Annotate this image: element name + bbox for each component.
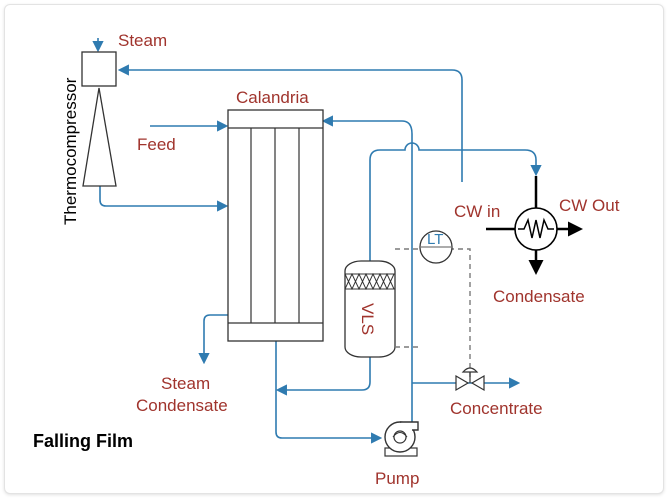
centrifugal-pump-icon xyxy=(384,421,419,457)
steam-condensate-label-line2: Condensate xyxy=(136,396,228,415)
pump-label: Pump xyxy=(375,469,419,488)
steam-label: Steam xyxy=(118,31,167,50)
control-valve-icon xyxy=(455,367,485,392)
pump-suction-pipe xyxy=(275,341,383,444)
thermocompressor-diffuser xyxy=(82,87,117,187)
concentrate-label: Concentrate xyxy=(450,399,543,418)
condensate-label: Condensate xyxy=(493,287,585,306)
level-transmitter-label: LT xyxy=(427,231,443,248)
vls-liquid-pipe xyxy=(275,355,371,396)
vls-label: VLS xyxy=(358,303,377,335)
compressor-discharge-pipe xyxy=(99,186,229,212)
cw-out-label: CW Out xyxy=(559,196,620,215)
vapor-liquid-separator xyxy=(344,260,396,358)
heat-exchanger-icon xyxy=(486,176,583,275)
cw-in-label: CW in xyxy=(454,202,500,221)
thermocompressor-head xyxy=(81,51,117,87)
level-signal-line-upper xyxy=(395,248,471,378)
thermocompressor-label: Thermocompressor xyxy=(61,77,80,225)
steam-condensate-label-line1: Steam xyxy=(161,374,210,393)
diagram-title: Falling Film xyxy=(33,431,133,451)
recirculation-pipe xyxy=(321,115,413,428)
vapor-recycle-pipe xyxy=(117,64,463,182)
calandria xyxy=(227,109,324,342)
feed-label: Feed xyxy=(137,135,176,154)
steam-condensate-pipe xyxy=(198,314,228,365)
vapor-to-condenser-pipe xyxy=(369,142,542,262)
calandria-label: Calandria xyxy=(236,88,309,107)
